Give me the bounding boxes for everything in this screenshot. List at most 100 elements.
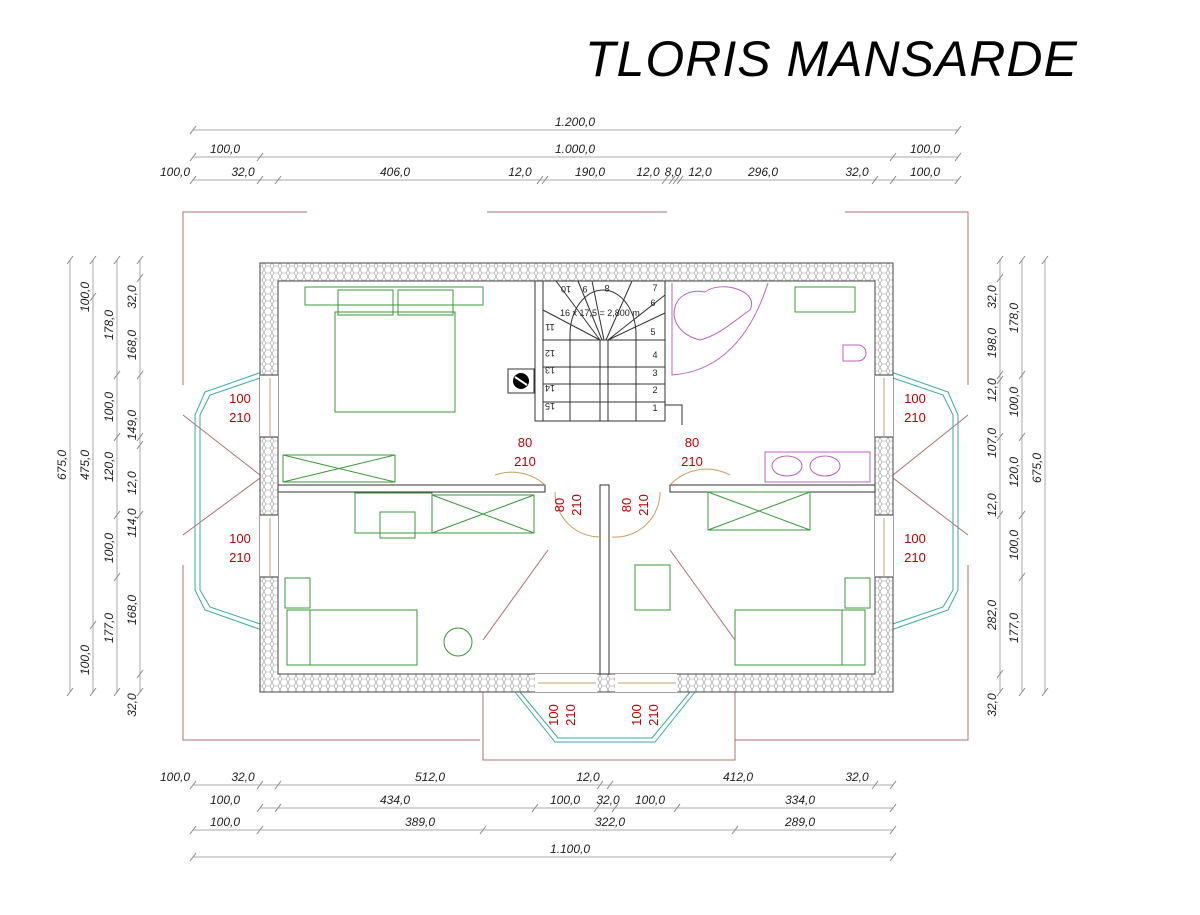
dimension-label: 177,0 [102,613,116,643]
dimension-label: 100,0 [210,793,240,807]
bay-windows [194,371,959,743]
chimney-icon [507,368,535,394]
dimension-label: 120,0 [102,452,116,482]
dimension-label: 12,0 [125,471,139,495]
door-width: 80 [685,435,699,450]
door-width: 100 [546,704,561,726]
dimension-label: 32,0 [596,793,620,807]
dimension-label: 120,0 [1007,457,1021,487]
dimension-label: 100,0 [210,142,240,156]
dimension-label: 289,0 [784,815,815,829]
dimension-label: 177,0 [1007,613,1021,643]
dimension-label: 12,0 [636,165,660,179]
dimension-label: 100,0 [160,165,190,179]
stair-step-number: 9 [582,284,587,294]
door-height: 210 [569,494,584,516]
door-swings [269,378,885,684]
door-width: 100 [904,531,926,546]
door-width: 100 [904,391,926,406]
dimension-label: 32,0 [845,770,869,784]
door-width: 80 [518,435,532,450]
door-height: 210 [904,550,926,565]
door-width: 100 [629,704,644,726]
dimension-label: 282,0 [985,600,999,631]
dimension-label: 334,0 [785,793,815,807]
bathroom-fixtures [671,282,871,483]
dimension-label: 107,0 [985,428,999,458]
stair-step-number: 15 [545,401,555,411]
stair-step-number: 7 [652,283,657,293]
door-height: 210 [681,454,703,469]
dimension-label: 100,0 [102,392,116,422]
dimension-label: 168,0 [125,595,139,625]
furniture [282,286,871,666]
dimension-label: 1.000,0 [555,142,595,156]
dimension-label: 1.100,0 [550,842,590,856]
dimension-label: 190,0 [575,165,605,179]
dimension-label: 1.200,0 [555,115,595,129]
dimension-label: 32,0 [845,165,869,179]
stair-step-number: 1 [652,403,657,413]
dimension-label: 296,0 [747,165,778,179]
door-height: 210 [636,494,651,516]
dimension-label: 100,0 [910,142,940,156]
dimension-label: 32,0 [125,693,139,717]
dimension-label: 675,0 [1030,453,1044,483]
stair-step-number: 4 [652,350,657,360]
door-height: 210 [904,410,926,425]
dimension-label: 178,0 [1007,303,1021,333]
door-height: 210 [563,704,578,726]
dimension-label: 100,0 [102,533,116,563]
stair-step-number: 14 [545,383,555,393]
stair-step-number: 12 [545,348,555,358]
dimension-label: 32,0 [231,770,255,784]
dimension-label: 114,0 [125,508,139,537]
door-width: 100 [229,391,251,406]
door-width: 100 [229,531,251,546]
dimension-label: 198,0 [985,328,999,358]
plan-title: TLORIS MANSARDE [585,31,1078,87]
dimension-label: 322,0 [595,815,625,829]
dimension-label: 100,0 [210,815,240,829]
dimension-label: 12,0 [508,165,532,179]
dimension-label: 32,0 [985,285,999,309]
door-height: 210 [646,704,661,726]
stair-dimension-label: 16 x 17,5 = 2,800 m [560,308,640,318]
stair-step-number: 11 [545,322,554,332]
stair-step-number: 6 [650,298,655,308]
roof-outline [182,211,969,761]
dimension-label: 406,0 [380,165,410,179]
stair-step-number: 13 [545,365,555,375]
dimension-label: 8,0 [665,165,682,179]
dimension-label: 100,0 [160,770,190,784]
dimension-label: 32,0 [985,693,999,717]
exterior-walls [259,262,894,693]
dimension-label: 12,0 [985,378,999,402]
dimension-label: 100,0 [78,282,92,312]
dimension-label: 12,0 [985,493,999,517]
dimension-label: 100,0 [635,793,665,807]
door-width: 80 [619,498,634,512]
dimension-label: 675,0 [55,450,69,480]
door-height: 210 [514,454,536,469]
dimension-label: 475,0 [78,450,92,480]
stair-step-number: 10 [561,284,571,294]
stair-step-number: 2 [652,385,657,395]
dimension-label: 100,0 [1007,530,1021,560]
dimension-label: 32,0 [231,165,255,179]
stair-step-number: 8 [604,283,609,293]
dimension-label: 389,0 [405,815,435,829]
stair-step-number: 5 [650,327,655,337]
dimension-label: 149,0 [125,410,139,440]
dimension-label: 32,0 [125,285,139,309]
dimension-label: 100,0 [550,793,580,807]
door-width: 80 [552,498,567,512]
dimension-label: 434,0 [380,793,410,807]
door-height: 210 [229,410,251,425]
staircase: 16 x 17,5 = 2,800 m 12345678910111213141… [542,280,666,422]
dimension-label: 412,0 [723,770,753,784]
door-height: 210 [229,550,251,565]
